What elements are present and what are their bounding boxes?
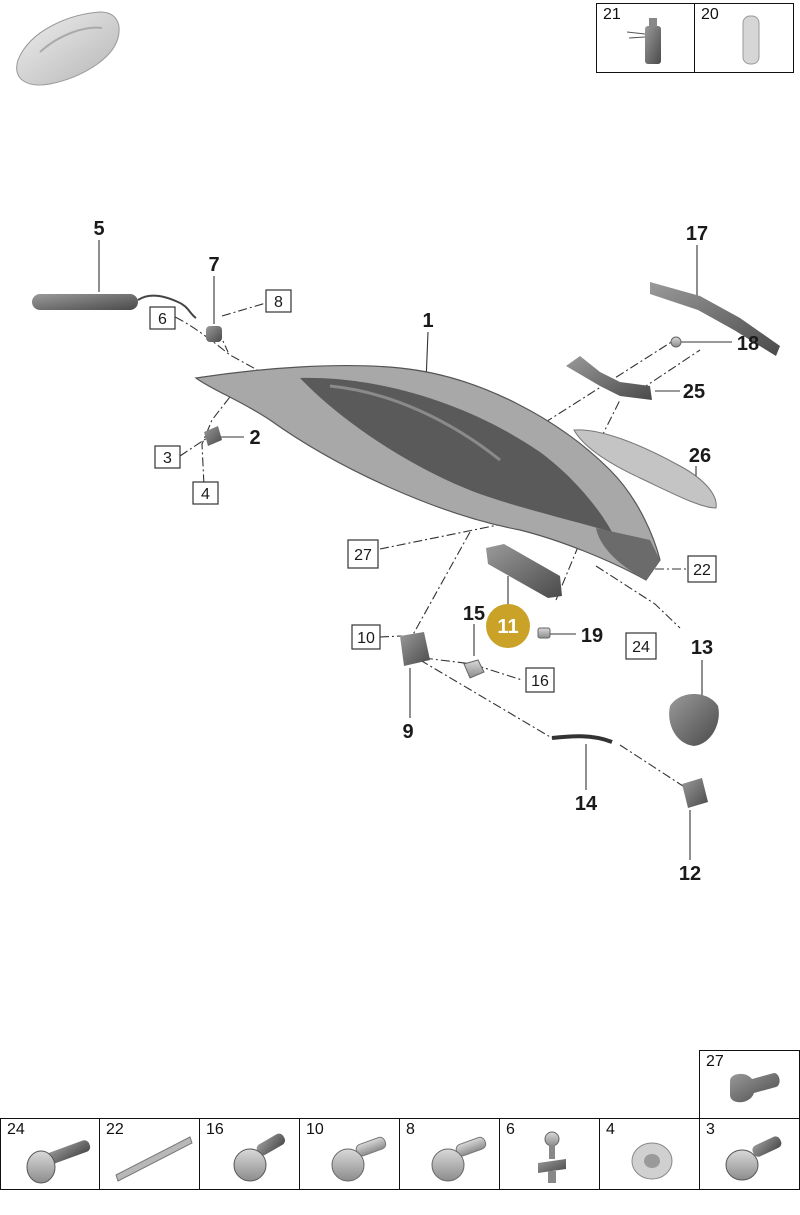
- trim-panel-part-26: [573, 429, 717, 509]
- part-number-26: 26: [689, 445, 711, 467]
- camera-part-25: [566, 356, 652, 400]
- cell-label: 8: [406, 1121, 415, 1138]
- svg-text:16: 16: [531, 673, 549, 690]
- part-number-5: 5: [93, 218, 104, 240]
- nut-4-icon: [631, 1142, 673, 1180]
- svg-text:27: 27: [354, 547, 372, 564]
- part-cell-8[interactable]: 8: [399, 1118, 501, 1190]
- boxed-number-3: 3: [154, 445, 181, 469]
- part-number-17: 17: [686, 223, 708, 245]
- boxed-number-24: 24: [625, 632, 657, 660]
- tube-icon: [742, 15, 760, 65]
- highlight-part-11[interactable]: 11: [486, 604, 530, 648]
- screw-3-icon: [725, 1136, 782, 1181]
- leader-lines: [98, 240, 732, 860]
- part-number-2: 2: [249, 427, 260, 449]
- spray-can-icon: [626, 18, 661, 64]
- part-cell-10[interactable]: 10: [299, 1118, 401, 1190]
- screw-8-icon: [431, 1136, 487, 1182]
- cell-label: 22: [106, 1121, 124, 1138]
- cell-label: 4: [606, 1121, 615, 1138]
- handle-part-11: [486, 544, 562, 598]
- part-number-7: 7: [208, 254, 219, 276]
- seal-strip-part-17: [650, 282, 780, 356]
- screw-27-icon: [730, 1073, 780, 1103]
- part-numbers: 5 7 1 17 18 25 26 2 15 19 13 9 14 12: [93, 218, 759, 885]
- part-cell-22[interactable]: 22: [99, 1118, 201, 1190]
- part-number-1: 1: [422, 310, 433, 332]
- part-cell-16[interactable]: 16: [199, 1118, 301, 1190]
- part-number-12: 12: [679, 863, 701, 885]
- boxed-numbers: 6 8 3 4 27 22 24 10 16: [149, 289, 717, 693]
- part-number-9: 9: [402, 721, 413, 743]
- boxed-number-8: 8: [265, 289, 292, 313]
- part-cell-27[interactable]: 27: [699, 1050, 800, 1120]
- part-cell-21[interactable]: 21: [596, 3, 696, 73]
- part-cell-24[interactable]: 24: [0, 1118, 101, 1190]
- bolt-24-icon: [26, 1140, 91, 1184]
- part-number-18: 18: [737, 333, 759, 355]
- boxed-number-6: 6: [149, 306, 176, 330]
- ball-stud-icon: [538, 1131, 566, 1183]
- part-cell-6[interactable]: 6: [499, 1118, 601, 1190]
- gas-strut-part-5: [32, 294, 197, 319]
- sensor-part-7: [206, 326, 222, 342]
- clip-part-18: [670, 336, 682, 348]
- svg-text:22: 22: [693, 562, 711, 579]
- cell-label: 27: [706, 1053, 724, 1070]
- part-number-14: 14: [575, 793, 598, 815]
- cell-label: 16: [206, 1121, 224, 1138]
- highlight-label: 11: [497, 616, 518, 638]
- svg-text:4: 4: [201, 486, 210, 503]
- screw-16-icon: [233, 1133, 286, 1182]
- screw-10-icon: [331, 1136, 387, 1182]
- cell-label: 3: [706, 1121, 715, 1138]
- cell-label: 10: [306, 1121, 324, 1138]
- svg-text:24: 24: [632, 639, 650, 656]
- part-number-25: 25: [683, 381, 705, 403]
- boxed-number-27: 27: [347, 539, 379, 569]
- cell-label: 21: [603, 6, 621, 23]
- svg-text:8: 8: [274, 294, 283, 311]
- motor-part-13: [669, 694, 719, 746]
- cell-label: 20: [701, 6, 719, 23]
- car-thumbnail-icon: [16, 11, 120, 86]
- boxed-number-4: 4: [192, 481, 219, 505]
- part-cell-4[interactable]: 4: [599, 1118, 701, 1190]
- part-number-19: 19: [581, 625, 603, 647]
- boxed-number-22: 22: [687, 555, 717, 583]
- latch-part-9: [400, 632, 430, 666]
- tailgate-part-1: [194, 365, 661, 581]
- boxed-number-10: 10: [351, 624, 381, 650]
- cell-label: 6: [506, 1121, 515, 1138]
- bracket-part-2: [204, 426, 222, 446]
- cable-part-14: [551, 734, 613, 744]
- boxed-number-16: 16: [525, 667, 555, 693]
- svg-text:10: 10: [357, 630, 375, 647]
- screw-part-19: [537, 627, 551, 639]
- part-cell-20[interactable]: 20: [694, 3, 794, 73]
- part-number-15: 15: [463, 603, 485, 625]
- svg-text:6: 6: [158, 311, 167, 328]
- lock-part-12: [682, 778, 708, 808]
- cell-label: 24: [7, 1121, 25, 1138]
- clip-part-15: [463, 659, 485, 679]
- part-number-13: 13: [691, 637, 713, 659]
- svg-text:3: 3: [163, 450, 172, 467]
- foam-strip-icon: [115, 1136, 193, 1182]
- part-cell-3[interactable]: 3: [699, 1118, 800, 1190]
